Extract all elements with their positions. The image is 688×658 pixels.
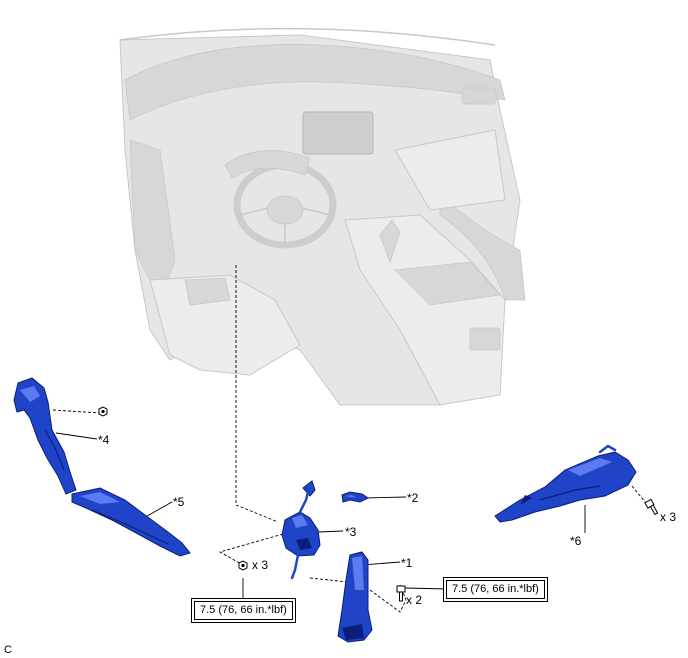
quantity-nut-left: x 3 [252,558,269,572]
part-3-bracket-assembly [281,480,321,580]
part-2-clip [341,491,369,503]
hex-nut-icon [238,560,248,571]
torque-spec-right-text: 7.5 (76, 66 in.*lbf) [446,580,545,599]
bolt-icon [396,585,406,602]
callout-2: *2 [407,491,419,505]
part-1-lower-panel [337,551,373,643]
torque-spec-left: 7.5 (76, 66 in.*lbf) [191,598,296,623]
nut-icon-upper-left [98,406,108,417]
dashed-leaders [52,265,651,613]
torque-spec-left-text: 7.5 (76, 66 in.*lbf) [194,601,293,620]
callout-6: *6 [570,534,582,548]
callout-5: *5 [173,495,185,509]
part-6-under-dash-bracket [494,444,637,523]
vehicle-interior-illustration [119,27,526,406]
quantity-bolt-right: x 3 [660,510,677,524]
callout-4: *4 [98,433,110,447]
part-5-scuff-plate [71,487,191,557]
part-4-cowl-side-trim [13,377,77,495]
torque-spec-right: 7.5 (76, 66 in.*lbf) [443,577,548,602]
callout-1: *1 [401,556,413,570]
bolt-icon-right [644,498,659,516]
figure-code: C [4,644,12,656]
callout-3: *3 [345,525,357,539]
quantity-bolt-center: x 2 [406,593,423,607]
